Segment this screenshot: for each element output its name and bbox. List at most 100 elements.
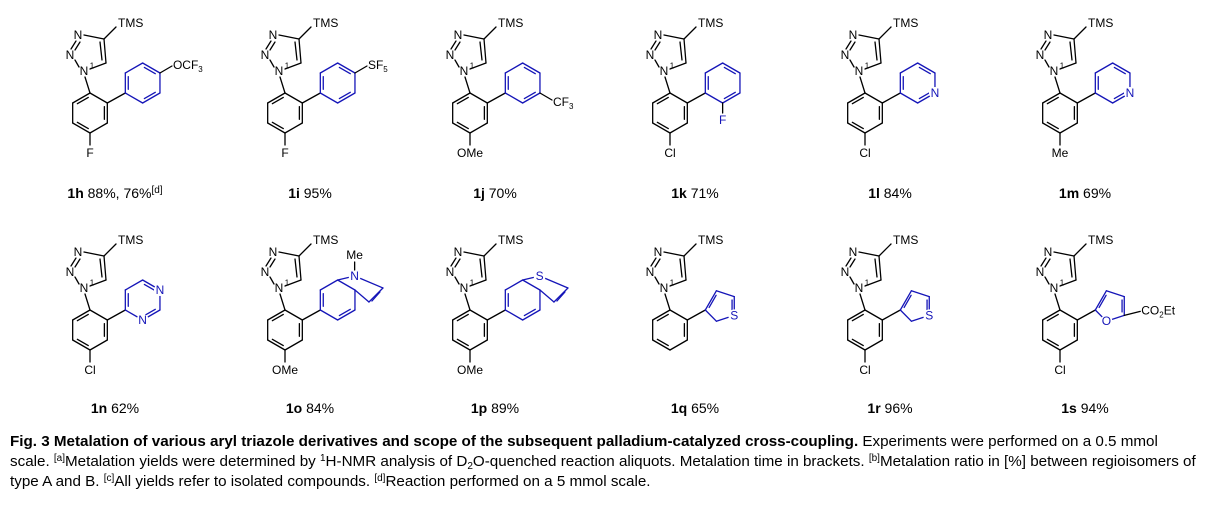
benzene-bond xyxy=(469,122,488,134)
caption-text: Metalation ratio in [%] between regioiso… xyxy=(10,453,1196,490)
triazole-n3: N xyxy=(654,245,663,259)
benzene-bond xyxy=(847,122,866,134)
double-bond xyxy=(76,313,89,322)
triazole-bond xyxy=(103,255,107,281)
double-bond xyxy=(851,121,864,130)
benzene-bond xyxy=(1059,122,1078,134)
tms-bond xyxy=(878,26,892,40)
triazole-bond xyxy=(683,255,687,281)
benzene-bond xyxy=(847,339,866,351)
thiophene-s: S xyxy=(536,269,544,283)
benzene-bond xyxy=(864,339,883,351)
thiophene-s: S xyxy=(925,308,933,322)
triazole-bond xyxy=(864,62,882,70)
caption-text: O-quenched reaction aliquots. Metalation… xyxy=(472,453,869,470)
label-mask xyxy=(728,309,741,322)
biaryl-bond xyxy=(486,92,506,104)
triazole-double-bond xyxy=(479,258,483,278)
triazole-bond xyxy=(654,276,660,285)
tms-bond xyxy=(683,243,697,257)
n-aryl-bond xyxy=(464,293,471,311)
triazole-double-bond xyxy=(99,41,103,61)
triazole-double-bond xyxy=(74,41,81,51)
double-bond xyxy=(723,66,736,75)
tms-label: TMS xyxy=(313,16,338,30)
five-ring-bond xyxy=(704,309,718,322)
triazole-double-bond xyxy=(99,258,103,278)
pyridine-n: N xyxy=(1126,86,1135,100)
triazole-bond xyxy=(278,251,300,257)
benzo-ring-bond xyxy=(319,279,339,291)
double-bond xyxy=(456,121,469,130)
benzene-bond xyxy=(284,339,303,351)
tms-bond xyxy=(1073,243,1087,257)
triazole-n1: N xyxy=(660,281,669,295)
double-bond xyxy=(1046,313,1059,322)
triazole-bond xyxy=(269,59,275,68)
triazole-double-bond xyxy=(849,41,856,51)
benzene-bond xyxy=(452,122,471,134)
triazole-bond xyxy=(74,276,80,285)
benzene-bond xyxy=(452,309,471,321)
triazole-n2: N xyxy=(646,265,655,279)
locant-1: 1 xyxy=(90,279,95,288)
figure-caption: Fig. 3 Metalation of various aryl triazo… xyxy=(10,432,1200,492)
benzene-bond xyxy=(669,339,688,351)
triazole-bond xyxy=(849,276,855,285)
aryl-substituent: F xyxy=(719,113,726,127)
triazole-n2: N xyxy=(841,265,850,279)
triazole-n1: N xyxy=(1050,64,1059,78)
tms-bond xyxy=(483,26,497,40)
thiophene-s: S xyxy=(730,308,738,322)
double-bond xyxy=(271,338,284,347)
caption-text: Experiments were performed on a 0.5 mmol… xyxy=(10,433,1158,470)
indole-n: N xyxy=(350,269,359,283)
triazole-double-bond xyxy=(679,258,683,278)
benzene-bond xyxy=(1042,122,1061,134)
triazole-double-bond xyxy=(1069,258,1073,278)
double-bond xyxy=(851,338,864,347)
double-bond xyxy=(271,121,284,130)
triazole-bond xyxy=(463,251,485,257)
double-bond xyxy=(76,96,89,105)
triazole-bond xyxy=(1073,38,1077,64)
n-aryl-bond xyxy=(464,76,471,94)
five-ring-bond xyxy=(899,290,913,311)
double-bond xyxy=(338,66,351,75)
double-bond xyxy=(723,91,736,100)
aryl-ring-bond xyxy=(1094,92,1114,104)
triazole-double-bond xyxy=(269,41,276,51)
yield-label: 1k 71% xyxy=(671,185,719,201)
pyridine-n: N xyxy=(931,86,940,100)
benzene-bond xyxy=(89,309,108,321)
tms-label: TMS xyxy=(893,233,918,247)
aryl-ring-bond xyxy=(124,92,144,104)
triazole-n1: N xyxy=(275,281,284,295)
aryl-ring-bond xyxy=(504,92,524,104)
five-ring-double-bond xyxy=(556,291,566,302)
triazole-bond xyxy=(1053,251,1075,257)
triazole-bond xyxy=(278,34,300,40)
ester-bond xyxy=(1123,310,1141,317)
triazole-double-bond xyxy=(454,41,461,51)
biaryl-bond xyxy=(1076,92,1096,104)
tms-label: TMS xyxy=(1088,233,1113,247)
aryl-ring-bond xyxy=(141,62,161,74)
aryl-ring-bond xyxy=(124,62,144,74)
aryl-ring-bond xyxy=(521,92,541,104)
triazole-bond xyxy=(683,38,687,64)
triazole-bond xyxy=(483,38,487,64)
triazole-bond xyxy=(463,34,485,40)
triazole-bond xyxy=(298,38,302,64)
triazole-bond xyxy=(74,59,80,68)
footnote-marker: [b] xyxy=(868,453,880,464)
locant-1: 1 xyxy=(670,62,675,71)
triazole-bond xyxy=(654,59,660,68)
triazole-bond xyxy=(845,40,852,50)
five-ring-bond xyxy=(704,290,718,311)
benzo-ring-bond xyxy=(521,309,541,321)
